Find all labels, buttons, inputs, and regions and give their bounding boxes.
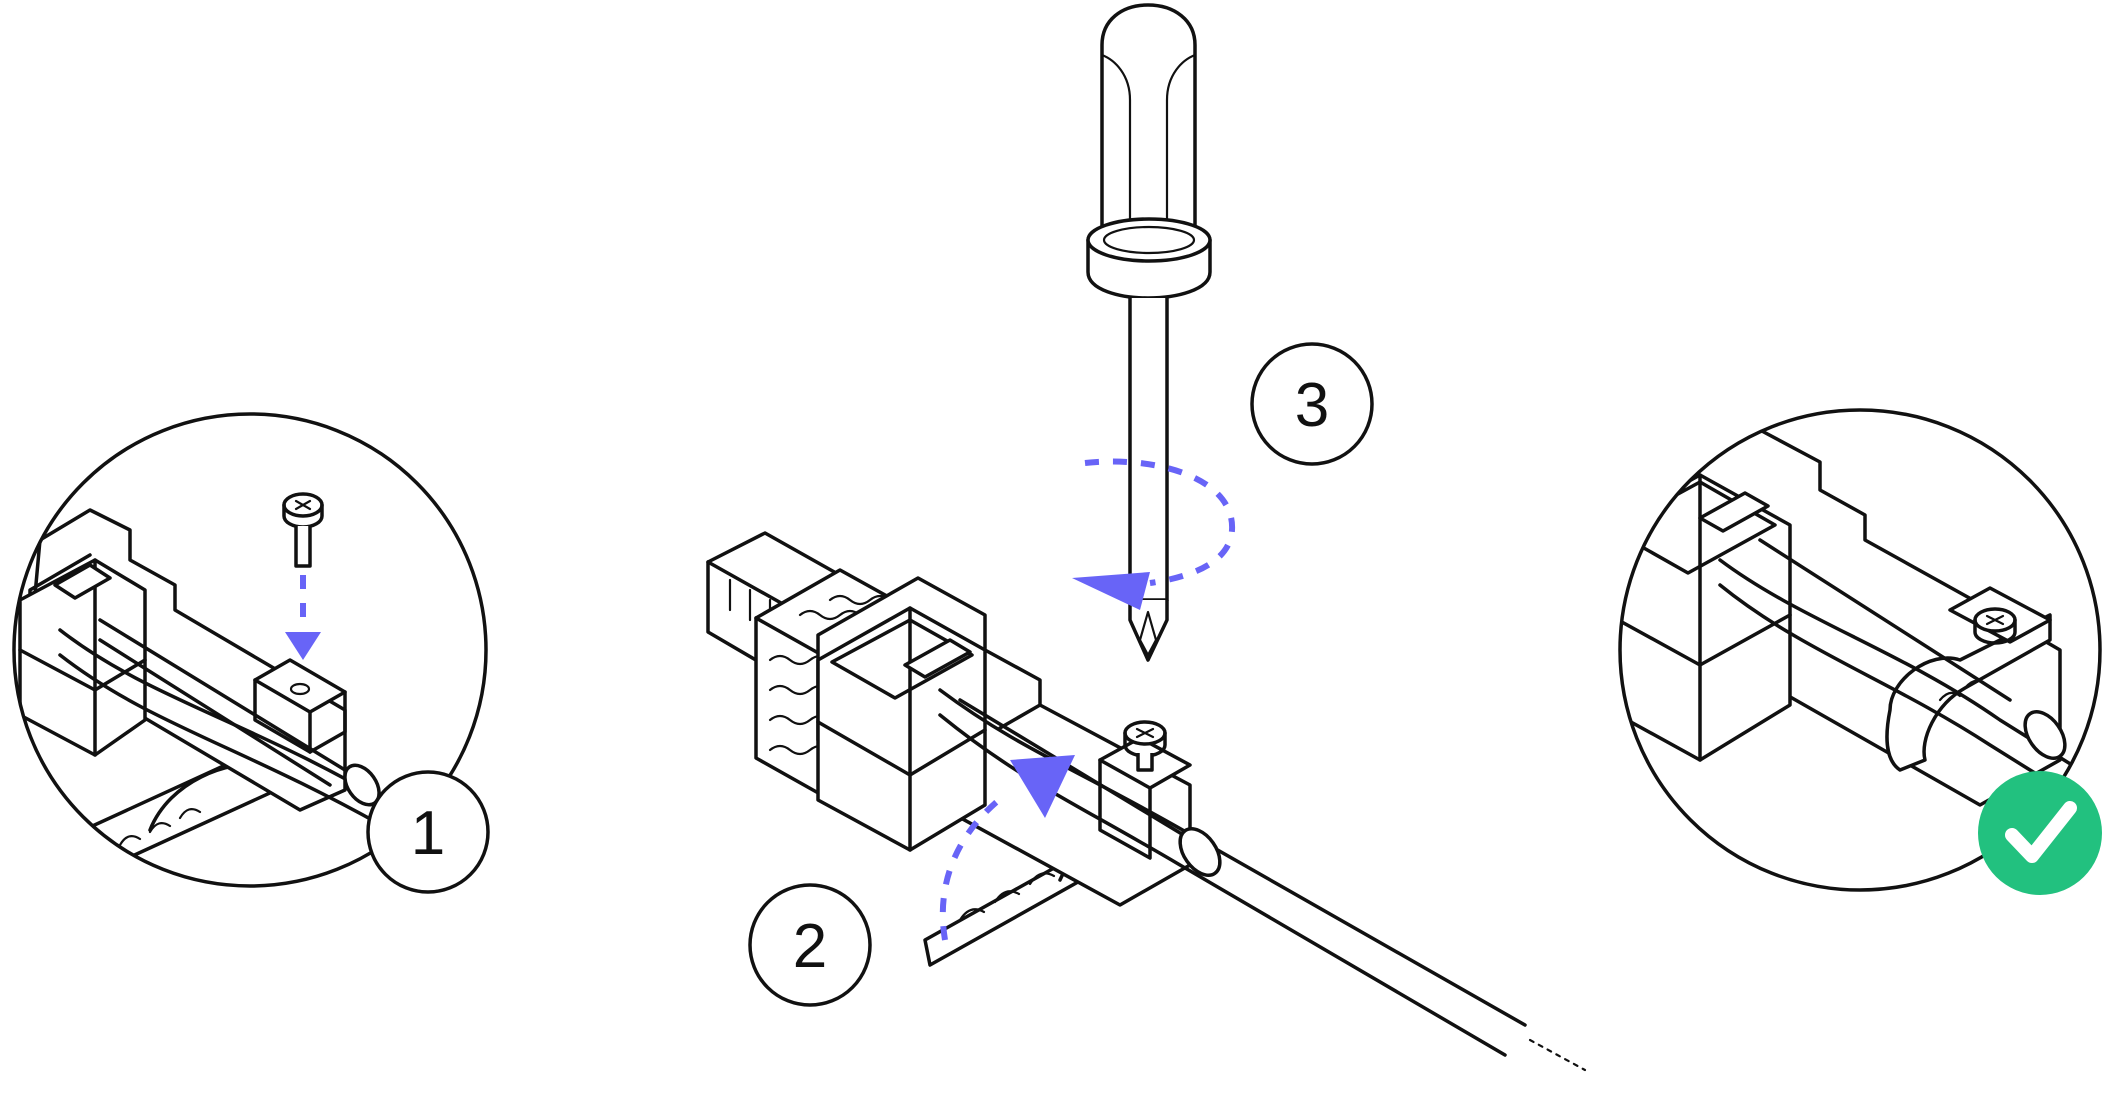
step-badge-3: 3 bbox=[1250, 342, 1374, 466]
installed-screw-icon bbox=[1973, 607, 2017, 645]
detail-circle-result bbox=[1618, 408, 2102, 892]
main-screw-icon bbox=[1123, 720, 1167, 772]
success-badge bbox=[1978, 771, 2102, 895]
screw-icon bbox=[282, 492, 324, 568]
screwdriver-icon bbox=[1086, 3, 1212, 662]
detail-circle-step-1 bbox=[12, 412, 488, 888]
step-badge-1: 1 bbox=[366, 770, 490, 894]
step-number-2: 2 bbox=[793, 912, 827, 981]
insert-arrow bbox=[285, 575, 321, 660]
step-badge-2: 2 bbox=[748, 883, 872, 1007]
step-number-3: 3 bbox=[1295, 371, 1329, 440]
check-icon bbox=[2005, 801, 2077, 863]
step-number-1: 1 bbox=[411, 799, 445, 868]
rotate-arrow bbox=[1072, 458, 1236, 610]
fold-arrow bbox=[939, 755, 1075, 941]
